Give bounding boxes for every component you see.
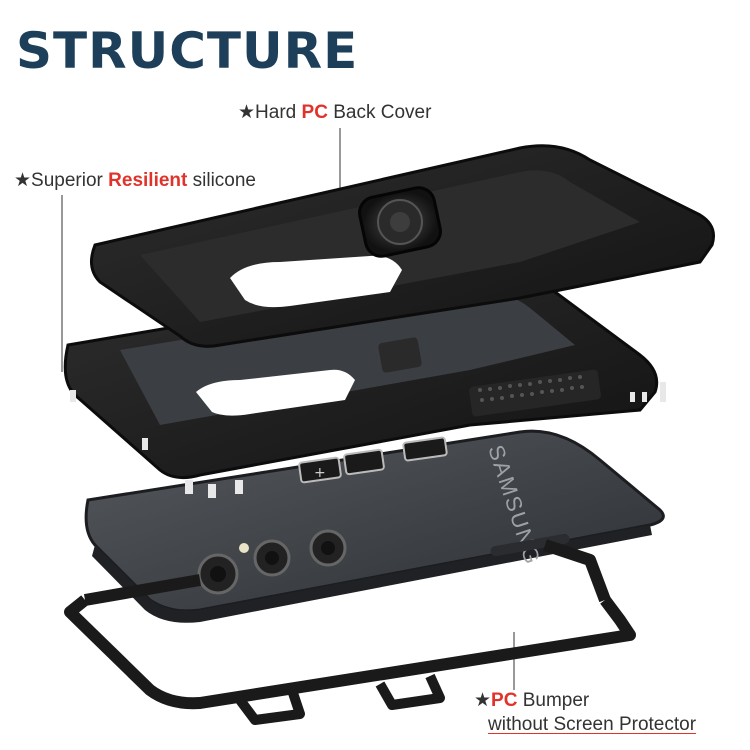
back-cover-label-post: Back Cover [327,102,432,123]
back-cover-label: ★Hard PC Back Cover [238,101,431,124]
star-icon: ★ [474,690,492,711]
back-cover-label-pre: Hard [255,102,302,123]
bumper-label-post: Bumper [517,690,590,711]
silicone-label-pre: Superior [31,170,109,191]
silicone-label-highlight: Resilient [108,170,188,191]
pc-bumper [64,539,636,725]
flash-icon [239,543,249,553]
star-icon: ★ [14,170,32,191]
bumper-label: ★PC Bumper [474,689,589,712]
pc-back-cover [89,144,715,348]
silicone-label-post: silicone [187,170,257,191]
page-title: STRUCTURE [16,22,359,80]
volume-down-button [343,448,385,476]
back-cover-label-highlight: PC [301,102,328,123]
silicone-label: ★Superior Resilient silicone [14,169,256,192]
bumper-label-line2: without Screen Protector [488,714,697,735]
volume-up-button [298,456,342,484]
power-button [402,436,448,462]
star-icon: ★ [238,102,256,123]
svg-text:+: + [314,465,326,481]
phone: SAMSUNG [84,429,665,623]
bumper-label-highlight: PC [491,690,518,711]
